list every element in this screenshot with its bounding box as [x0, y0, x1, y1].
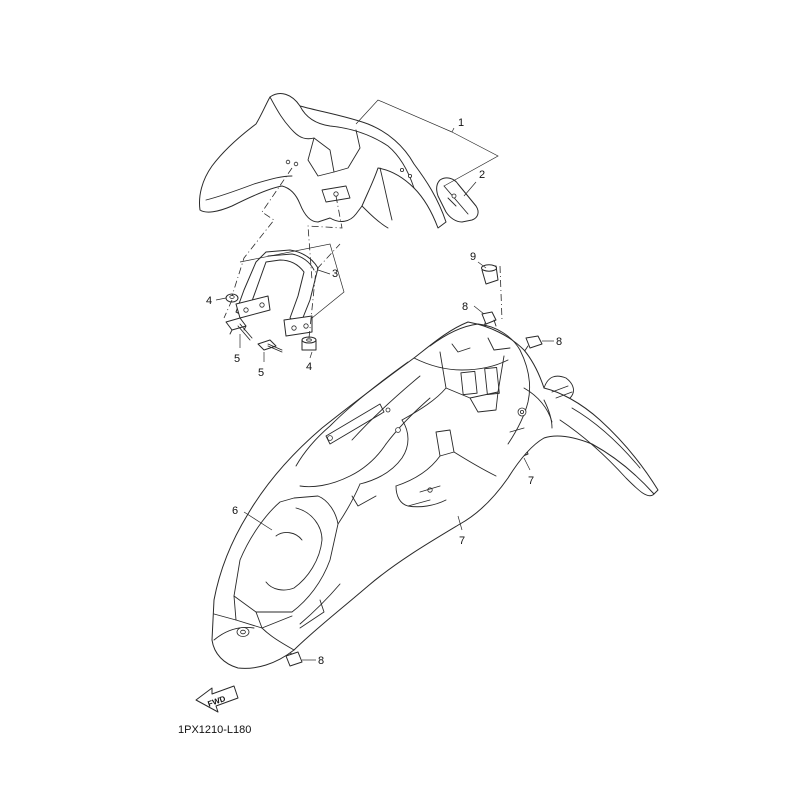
- callout-4-left: 4: [206, 295, 227, 307]
- callout-8-bottom: 8: [302, 655, 324, 667]
- callout-8-top: 8: [462, 301, 485, 315]
- bolt-right: [257, 339, 283, 353]
- callout-label-4b: 4: [306, 361, 312, 373]
- callout-9: 9: [470, 251, 487, 269]
- callout-label-3: 3: [332, 268, 338, 280]
- damper-rubber: [481, 264, 499, 285]
- callout-label-2: 2: [479, 169, 485, 181]
- forward-arrow-icon: FWD: [195, 685, 239, 713]
- callout-label-8b: 8: [556, 336, 562, 348]
- callout-6: 6: [232, 505, 273, 531]
- screw-right: [523, 335, 543, 353]
- callout-label-5b: 5: [258, 367, 264, 379]
- callout-label-1: 1: [458, 117, 464, 129]
- callout-5-left: 5: [234, 334, 241, 365]
- fender-brace: [235, 249, 319, 337]
- callout-label-4a: 4: [206, 295, 212, 307]
- collar-left: [225, 293, 239, 303]
- front-fender-bracket: [436, 177, 479, 223]
- callout-8-right: 8: [542, 336, 562, 348]
- collar-right: [301, 336, 317, 351]
- callout-4-right: 4: [306, 351, 313, 373]
- callout-label-8a: 8: [462, 301, 468, 313]
- front-fender: [199, 93, 447, 229]
- callout-label-8c: 8: [318, 655, 324, 667]
- callout-2: 2: [463, 169, 485, 197]
- callout-label-9: 9: [470, 251, 476, 263]
- diagram-code: 1PX1210-L180: [178, 724, 251, 736]
- callout-label-5a: 5: [234, 353, 240, 365]
- callout-5-right: 5: [258, 352, 265, 379]
- callout-1: 1: [355, 99, 499, 187]
- callout-label-7b: 7: [459, 535, 465, 547]
- bolt-left: [225, 317, 253, 341]
- callout-label-7a: 7: [528, 475, 534, 487]
- callout-label-6: 6: [232, 505, 238, 517]
- callout-3: 3: [239, 243, 345, 319]
- rear-fender: [211, 321, 659, 669]
- callout-7-left: 7: [457, 515, 465, 547]
- callout-7-right: 7: [523, 457, 534, 487]
